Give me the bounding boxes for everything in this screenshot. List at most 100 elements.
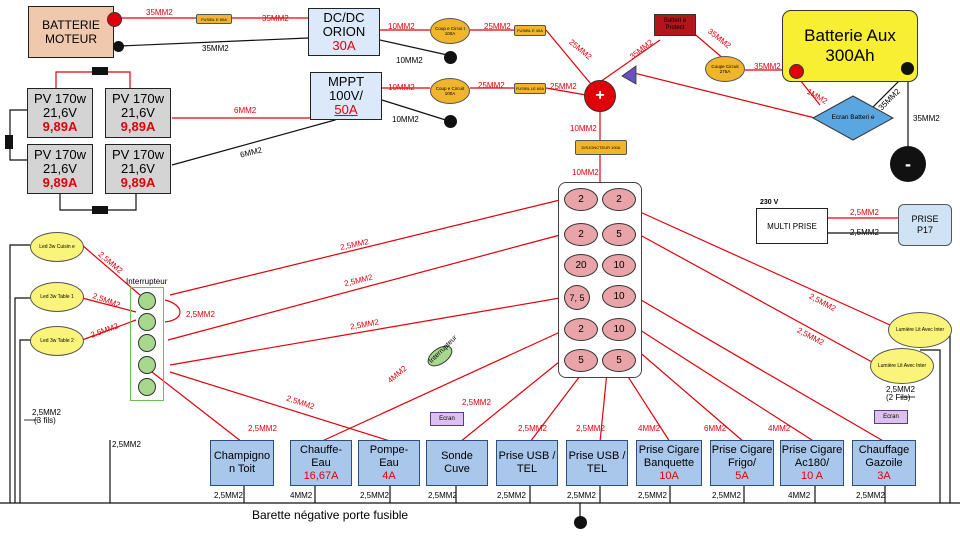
- consumer-prise-cigare-banquette: Prise Cigare Banquette 10A: [636, 440, 702, 486]
- cable-label: 10MM2: [392, 115, 419, 124]
- cable-label: 10MM2: [572, 168, 599, 177]
- battery-aux: Batterie Aux 300Ah: [782, 10, 918, 82]
- cable-label: 2,5MM2: [850, 208, 879, 217]
- consumer-name: Prise Cigare Ac180/: [781, 443, 843, 469]
- pv-panel-3: PV 170w 21,6V 9,89A: [27, 144, 93, 194]
- pv-panel-4: PV 170w 21,6V 9,89A: [105, 144, 171, 194]
- fuse-slot: 7, 5: [564, 285, 590, 310]
- consumer-prise-usb-2: Prise USB / TEL: [566, 440, 628, 486]
- wire: [19, 339, 30, 503]
- consumer-ground-gauge: 2,5MM2: [856, 491, 885, 500]
- consumer-name: Sonde Cuve: [441, 450, 473, 475]
- cable-label: 2,5MM2: [248, 424, 277, 433]
- cable-label: 2,5MM2: [850, 228, 879, 237]
- wire: [379, 39, 453, 57]
- fuse-slot: 2: [602, 188, 636, 211]
- fuse-slot: 2: [564, 188, 598, 211]
- consumer-rating: 3A: [877, 469, 891, 482]
- consumer-rating: 10A: [659, 469, 679, 482]
- led-label: Led 3w Table 2: [40, 337, 74, 344]
- cable-label: 2,5MM2: [32, 408, 61, 417]
- cable-label: 4MM2: [768, 424, 791, 433]
- consumer-ground-gauge: 4MM2: [290, 491, 313, 500]
- consumer-chauffe-eau: Chauffe- Eau 16,67A: [290, 440, 352, 486]
- switch-toggle[interactable]: [138, 378, 156, 396]
- positive-bus: +: [584, 80, 616, 112]
- wire: [639, 211, 891, 326]
- ecran-batterie-label: Ecran Batteri e: [831, 114, 875, 121]
- cable-label: 4MM2: [638, 424, 661, 433]
- switch-toggle[interactable]: [138, 292, 156, 310]
- lumiere-lit-1: Lumière Lit Avec Inter: [888, 312, 952, 348]
- prise-p17-label: PRISE P17: [911, 214, 939, 235]
- consumer-name: Prise USB / TEL: [568, 450, 626, 475]
- coupe-circuit-mppt: Coup e Circuit 100A: [430, 78, 470, 104]
- consumer-ground-gauge: 2,5MM2: [214, 491, 243, 500]
- cable-label: 35MM2: [262, 14, 289, 23]
- coupe-aux-label: Coupe Circuit 275A: [711, 63, 739, 75]
- cable-label: 10MM2: [388, 83, 415, 92]
- consumer-name: Prise USB / TEL: [498, 450, 556, 475]
- mppt-ground-terminal: [444, 115, 457, 128]
- cable-note: (3 fils): [34, 416, 56, 425]
- pv-panel-power: PV 170w: [111, 147, 165, 162]
- negative-pole: -: [890, 146, 926, 182]
- consumer-pompe-eau: Pompe- Eau 4A: [358, 440, 420, 486]
- cable-label: 2,5MM2: [886, 385, 915, 394]
- disjoncteur: DISJONCTEUR 100A: [575, 140, 627, 155]
- lumiere-lit-2: Lumière Lit Avec Inter: [870, 348, 934, 384]
- wire: [151, 371, 243, 443]
- fuse-motor-label: FUSIBL E 60A: [201, 16, 227, 22]
- lumiere-label: Lumière Lit Avec Inter: [877, 362, 927, 369]
- fuse-mppt: FUSIBL LE 60A: [514, 83, 546, 94]
- wire: [381, 99, 453, 123]
- consumer-rating: 16,67A: [303, 469, 339, 482]
- consumer-chauffage-gazoile: Chauffage Gazoile 3A: [852, 440, 916, 486]
- fuse-slot: 10: [602, 254, 636, 277]
- cable-label: 35MM2: [913, 114, 940, 123]
- ecran-batterie: Ecran Batteri e: [826, 103, 880, 133]
- dcdc-orion: DC/DC ORION 30A: [308, 8, 380, 56]
- wire: [529, 371, 584, 443]
- lumiere-label: Lumière Lit Avec Inter: [895, 326, 945, 333]
- consumer-ground-gauge: 2,5MM2: [567, 491, 596, 500]
- wire: [636, 349, 745, 443]
- wire: [920, 349, 941, 503]
- consumer-ground-gauge: 4MM2: [788, 491, 811, 500]
- wire: [14, 297, 30, 503]
- consumer-champignon: Champigno n Toit: [210, 440, 274, 486]
- pv-panel-current: 9,89A: [120, 175, 156, 190]
- cable-label: 6MM2: [234, 106, 257, 115]
- barette-label: Barette négative porte fusible: [252, 508, 409, 522]
- cable-label: 35MM2: [146, 8, 173, 17]
- wire: [639, 234, 873, 363]
- fuse-slot: 5: [602, 223, 636, 246]
- switch-toggle[interactable]: [138, 334, 156, 352]
- battery-motor-label: BATTERIE MOTEUR: [42, 18, 100, 46]
- wire: [545, 87, 587, 96]
- cable-label: 6MM2: [704, 424, 727, 433]
- wire: [935, 324, 951, 503]
- pv-panel-voltage: 21,6V: [43, 105, 77, 120]
- led-label: Led 3w Cuisin e: [39, 243, 75, 250]
- fuse-mppt-label: FUSIBL LE 60A: [515, 86, 545, 91]
- wire: [81, 244, 141, 296]
- cable-label: 35MM2: [202, 44, 229, 53]
- interrupteur-title: Interrupteur: [126, 277, 168, 286]
- cable-label: 2,5MM2: [112, 440, 141, 449]
- wire: [81, 297, 137, 313]
- pv-panel-current: 9,89A: [120, 119, 156, 134]
- wire: [629, 71, 816, 119]
- consumer-name: Chauffage Gazoile: [858, 443, 910, 469]
- wire: [164, 299, 181, 323]
- wire: [9, 244, 30, 503]
- battery-motor: BATTERIE MOTEUR: [28, 6, 114, 58]
- led-table-2: Led 3w Table 2: [30, 326, 84, 356]
- battery-protect-label: Batteri e Protect: [663, 18, 687, 31]
- battery-protect: Batteri e Protect: [654, 14, 696, 36]
- consumer-name: Chauffe- Eau: [300, 443, 342, 469]
- switch-toggle[interactable]: [138, 356, 156, 374]
- wire: [81, 319, 137, 341]
- pv-panel-voltage: 21,6V: [43, 161, 77, 176]
- switch-toggle[interactable]: [138, 313, 156, 331]
